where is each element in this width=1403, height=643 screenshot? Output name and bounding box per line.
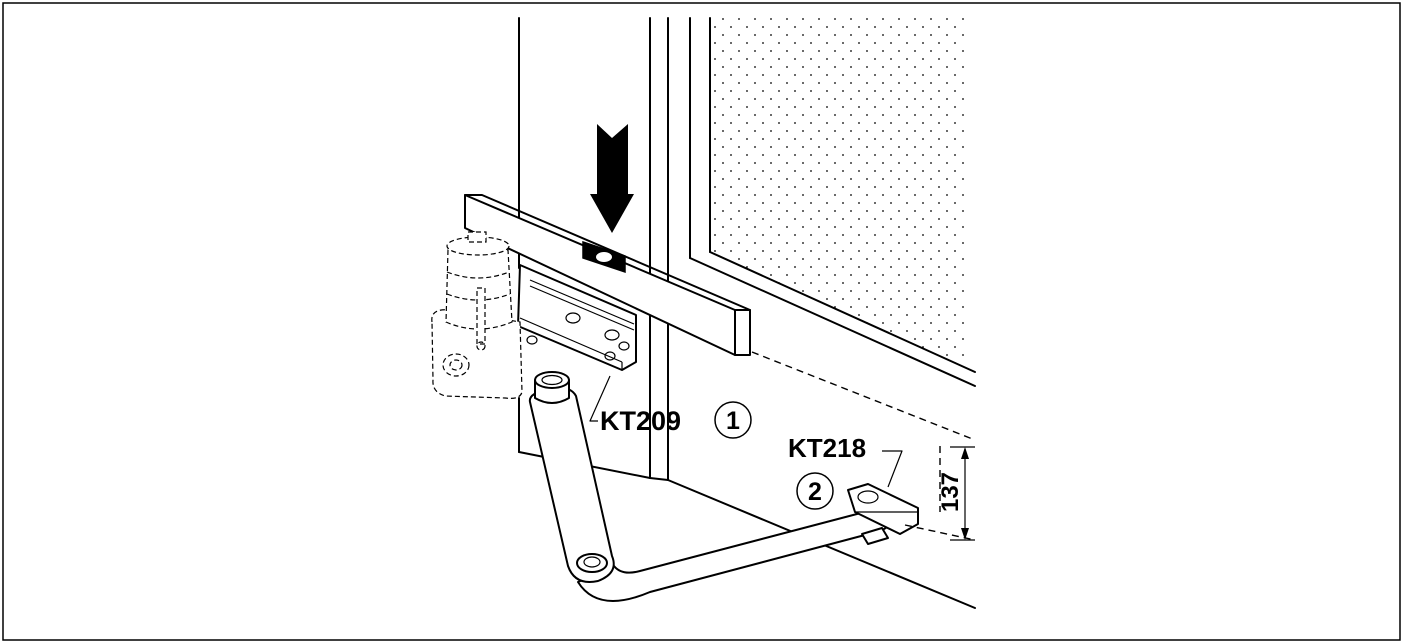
part-number-circle-2	[796, 472, 834, 510]
pillar-gap-line	[649, 477, 669, 481]
elbow-pin	[576, 553, 608, 573]
leader-line-kt209	[589, 375, 611, 422]
motor-screw	[476, 287, 486, 345]
motor-screw-head	[476, 341, 486, 351]
bracket-rib	[529, 279, 635, 325]
arrow-down-icon	[590, 124, 634, 233]
output-shaft-spline	[541, 374, 563, 386]
elbow-pin-inner	[583, 556, 601, 568]
nut-hole	[596, 252, 612, 262]
gate-bracket-kt218	[847, 483, 919, 545]
motor-base-boss	[442, 353, 470, 377]
gate-rail-upper	[709, 251, 976, 373]
dimension-value: 137	[937, 472, 964, 512]
leader-line-kt218	[882, 450, 903, 488]
lever-arm-curved	[577, 508, 891, 602]
dimension-arrow-down	[961, 528, 969, 540]
motor-top-cap	[446, 236, 510, 256]
reference-dashed-line	[751, 351, 976, 441]
bracket-body	[517, 264, 637, 371]
dimension-arrow-up	[961, 447, 969, 459]
bracket-slot-hole	[565, 312, 581, 324]
motor-base-boss-inner	[449, 359, 463, 371]
lever-arm-assembly	[528, 371, 891, 602]
mounting-bracket-kt209	[517, 264, 637, 371]
beam-mark-nut	[582, 240, 626, 274]
kt218-hole	[857, 490, 879, 504]
height-dimension: 137	[904, 446, 976, 541]
motor-top-notch	[467, 231, 487, 243]
gate-rail-lower	[689, 257, 976, 387]
bracket-flange-hole	[526, 335, 538, 345]
part-code-kt218: KT218	[788, 433, 866, 463]
callout-kt218: KT218 2	[788, 433, 903, 510]
part-code-kt209: KT209	[600, 406, 681, 436]
cross-beam	[464, 194, 751, 356]
beam-top-edge	[464, 194, 751, 311]
motor-ring	[446, 271, 510, 279]
bracket-rib-2	[529, 285, 635, 331]
part-number-circle-1	[714, 401, 752, 439]
output-shaft-top	[534, 371, 570, 389]
bracket-flange-hole	[618, 341, 630, 351]
bracket-slot-hole	[604, 329, 620, 341]
bracket-flange-hole	[604, 351, 616, 361]
beam-end-face	[734, 309, 751, 356]
gear-motor	[431, 231, 523, 399]
motor-ring	[446, 293, 511, 301]
kt218-foot	[861, 527, 889, 545]
part-number-2: 2	[808, 478, 822, 506]
callout-kt209: KT209 1	[589, 375, 752, 439]
part-number-1: 1	[726, 407, 740, 435]
